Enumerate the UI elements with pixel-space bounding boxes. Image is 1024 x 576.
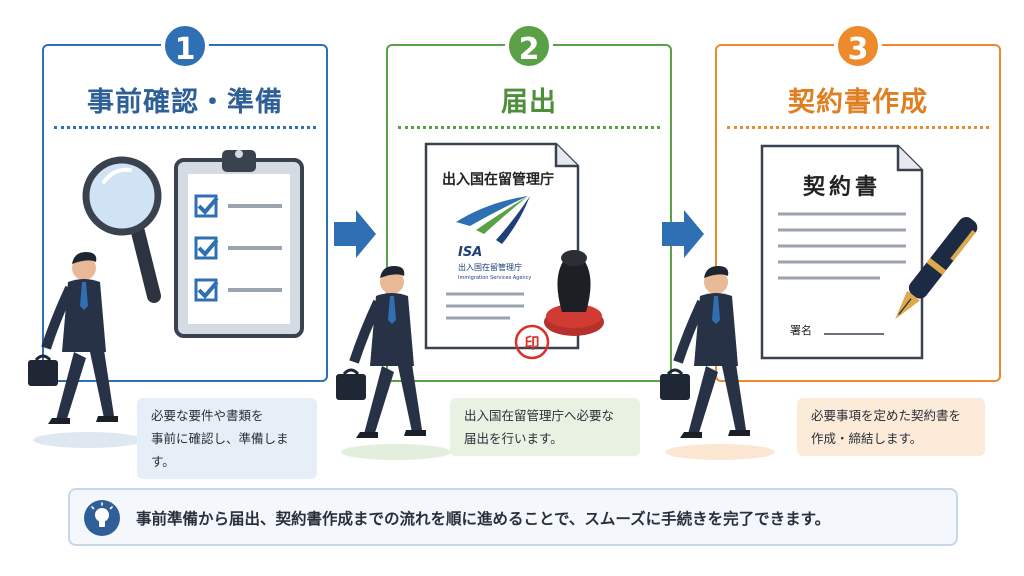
doc-2-heading: 出入国在留管理庁 bbox=[442, 171, 554, 188]
step-1-caption-line1: 必要な要件や書類を bbox=[151, 408, 264, 423]
lightbulb-icon bbox=[84, 500, 120, 536]
fountain-pen-icon bbox=[895, 217, 978, 320]
arrow-right-icon bbox=[662, 210, 704, 258]
step-3-caption: 必要事項を定めた契約書を 作成・締結します。 bbox=[797, 398, 985, 456]
step-2-title: 届出 bbox=[501, 87, 557, 118]
step-1-caption-line2: 事前に確認し、準備します。 bbox=[151, 431, 289, 469]
summary-text: 事前準備から届出、契約書作成までの流れを順に進めることで、スムーズに手続きを完了… bbox=[136, 510, 831, 528]
logo-name: 出入国在留管理庁 bbox=[458, 262, 522, 272]
step-1-caption: 必要な要件や書類を 事前に確認し、準備します。 bbox=[137, 398, 317, 479]
step-2-number-badge: 2 bbox=[505, 22, 553, 70]
logo-abbr: ISA bbox=[458, 245, 482, 260]
document-icon: 出入国在留管理庁 ISA 出入国在留管理庁 Immigration Servic… bbox=[424, 142, 580, 360]
businessman-icon bbox=[28, 252, 118, 424]
step-2-divider bbox=[398, 126, 660, 129]
step-2-caption-line1: 出入国在留管理庁へ必要な bbox=[464, 408, 615, 423]
step-3-caption-line1: 必要事項を定めた契約書を bbox=[811, 408, 962, 423]
step-2-caption: 出入国在留管理庁へ必要な 届出を行います。 bbox=[450, 398, 640, 456]
magnifier-icon bbox=[82, 156, 162, 303]
signature-label: 署名 bbox=[790, 323, 812, 337]
step-2-caption-line2: 届出を行います。 bbox=[464, 431, 563, 446]
stamp-icon bbox=[544, 250, 604, 336]
step-3-caption-line2: 作成・締結します。 bbox=[811, 431, 923, 446]
step-3-divider bbox=[727, 126, 989, 129]
step-1-divider bbox=[54, 126, 316, 129]
businessman-icon bbox=[336, 266, 426, 438]
step-1-title: 事前確認・準備 bbox=[87, 87, 283, 118]
clipboard-checklist-icon bbox=[174, 150, 304, 338]
doc-3-heading: 契約書 bbox=[802, 174, 881, 200]
step-3-title: 契約書作成 bbox=[788, 87, 928, 118]
businessman-icon bbox=[660, 266, 750, 438]
stamp-mark: 印 bbox=[524, 334, 539, 352]
step-3-number-badge: 3 bbox=[834, 22, 882, 70]
logo-name-en: Immigration Services Agency bbox=[458, 275, 531, 281]
arrow-right-icon bbox=[334, 210, 376, 258]
step-1-number-badge: 1 bbox=[161, 22, 209, 70]
summary-banner: 事前準備から届出、契約書作成までの流れを順に進めることで、スムーズに手続きを完了… bbox=[68, 488, 958, 546]
document-icon: 契約書 署名 bbox=[760, 144, 924, 360]
